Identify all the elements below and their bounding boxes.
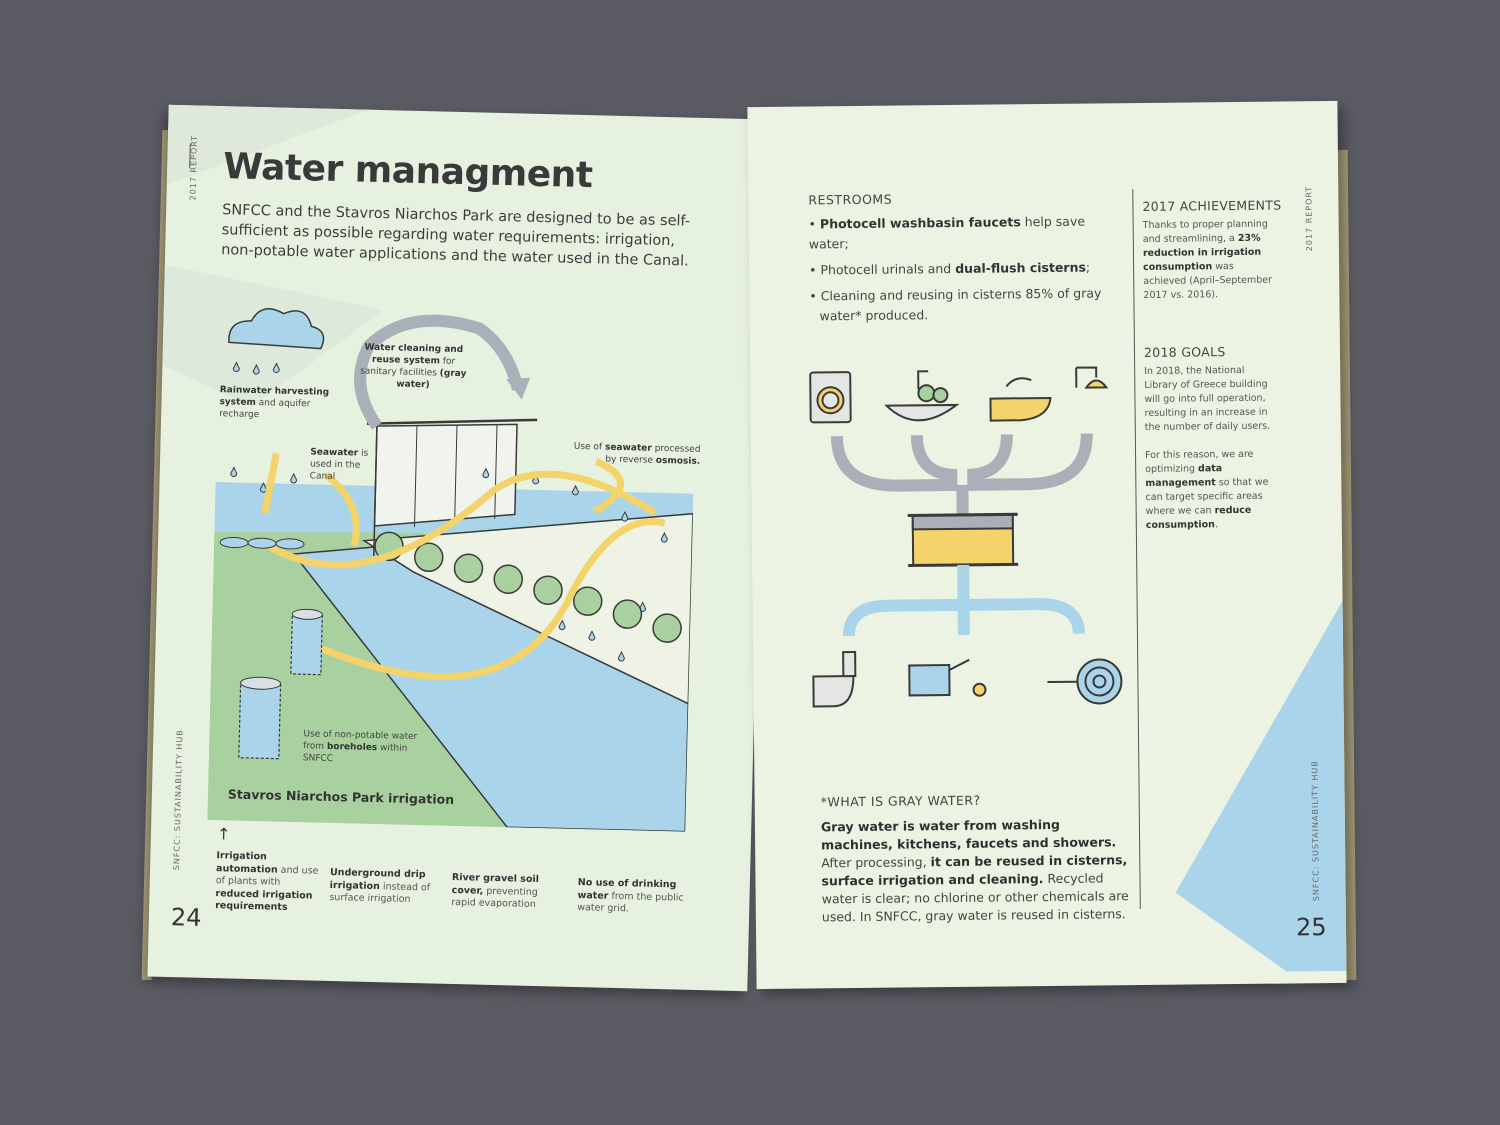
hose-icon xyxy=(1076,658,1123,705)
restrooms-heading: RESTROOMS xyxy=(808,191,893,208)
water-tanks xyxy=(238,608,323,760)
gray-water-diagram xyxy=(809,366,1123,708)
seawater-label: Seawater is used in the Canal xyxy=(309,447,369,482)
trees xyxy=(374,531,682,643)
gray-water-arrow xyxy=(354,314,524,430)
goals-paragraph-1: In 2018, the National Library of Greece … xyxy=(1144,364,1271,433)
achievements-text: Thanks to proper planning and streamlini… xyxy=(1142,218,1273,301)
raindrops xyxy=(230,361,668,662)
restrooms-item-2: • Photocell urinals and dual-flush ciste… xyxy=(809,259,1091,278)
yellow-flow-arrows xyxy=(261,452,666,681)
toilet-icon xyxy=(812,675,855,708)
caption-irrigation-automation: Irrigation automation and use of plants … xyxy=(215,850,319,913)
page-number-right: 25 xyxy=(1295,913,1327,942)
achievements-heading: 2017 ACHIEVEMENTS xyxy=(1142,197,1282,214)
caption-gravel-cover: River gravel soil cover, preventing rapi… xyxy=(451,871,540,911)
rain-cloud xyxy=(228,308,325,350)
shower-icon xyxy=(1075,366,1098,388)
page-number-left: 24 xyxy=(170,903,202,932)
pipes-in xyxy=(830,433,1093,492)
gray-water-heading: *WHAT IS GRAY WATER? xyxy=(820,792,981,810)
intro-paragraph: SNFCC and the Stavros Niarchos Park are … xyxy=(221,202,691,270)
arrow-up-icon: ↑ xyxy=(216,824,231,844)
caption-no-drinking-water: No use of drinking water from the public… xyxy=(577,877,684,915)
faucet-basin-icon xyxy=(989,396,1052,422)
building-slope xyxy=(361,512,694,705)
canal xyxy=(292,545,690,832)
right-page-shading xyxy=(1175,600,1347,972)
goals-heading: 2018 GOALS xyxy=(1143,344,1226,360)
watering-can-icon xyxy=(908,664,951,697)
seawater-osmosis-label: Use of seawater processed by reverse osm… xyxy=(573,441,701,467)
right-page: RESTROOMS • Photocell washbasin faucets … xyxy=(747,100,1347,990)
cleaning-label: Water cleaning and reuse system for sani… xyxy=(360,342,467,391)
restrooms-item-3: • Cleaning and reusing in cisterns 85% o… xyxy=(809,285,1102,324)
filter-basins xyxy=(219,537,305,550)
vertical-hub-label-right: SNFCC: SUSTAINABILITY HUB xyxy=(1310,760,1321,902)
caption-drip-irrigation: Underground drip irrigation instead of s… xyxy=(329,866,431,905)
borehole-label: Use of non-potable water from boreholes … xyxy=(302,729,418,765)
restrooms-list: • Photocell washbasin faucets help save … xyxy=(809,211,1130,326)
gray-water-text: Gray water is water from washing machine… xyxy=(820,816,1129,925)
vertical-report-label-right: 2017 REPORT xyxy=(1304,185,1314,252)
left-page: 2017 REPORT Water managment SNFCC and th… xyxy=(147,104,769,992)
goals-paragraph-2: For this reason, we are optimizing data … xyxy=(1145,448,1269,531)
water-illustration xyxy=(207,308,694,832)
restrooms-item-1: • Photocell washbasin faucets help save … xyxy=(808,213,1086,252)
rainwater-label: Rainwater harvesting system and aquifer … xyxy=(219,385,330,421)
kitchen-sink-icon xyxy=(884,403,960,422)
